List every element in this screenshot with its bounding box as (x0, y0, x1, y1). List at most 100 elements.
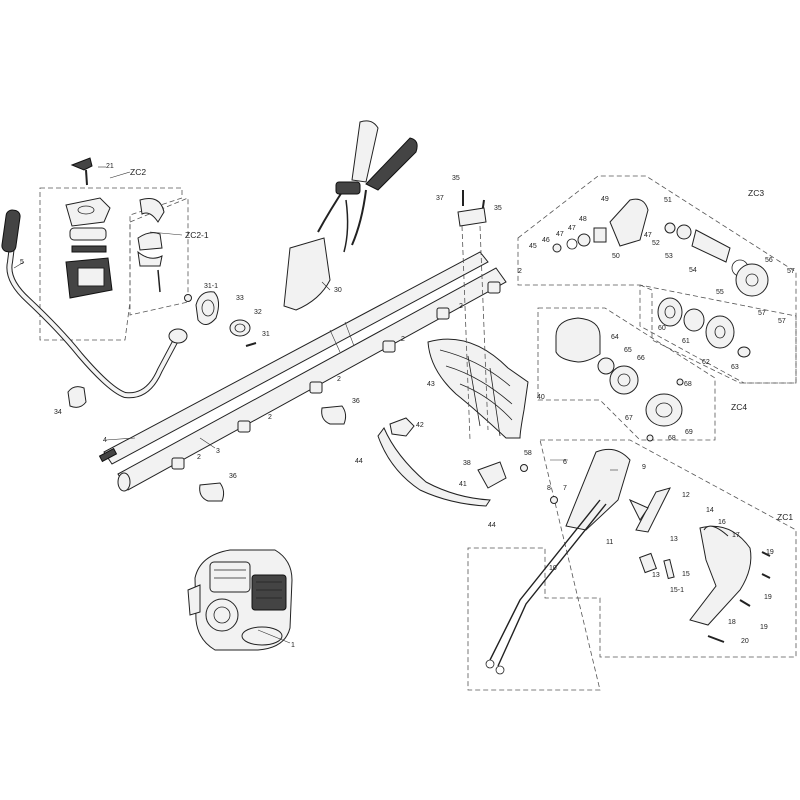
part-label-51: 51 (664, 197, 672, 204)
part-label-5: 5 (20, 259, 24, 266)
part-label-47: 47 (644, 232, 652, 239)
part-label-31-1: 31-1 (204, 283, 218, 290)
part-label-54: 54 (689, 267, 697, 274)
zc3-inner-boundary (639, 284, 797, 384)
zc4-boundary (537, 307, 716, 441)
part-label-57: 57 (758, 310, 766, 317)
part-label-45: 45 (529, 243, 537, 250)
part-label-6: 6 (563, 459, 567, 466)
shaft-tubes (98, 251, 507, 492)
part-label-36: 36 (229, 473, 237, 480)
part-label-56: 56 (765, 257, 773, 264)
handle-screws (707, 551, 771, 643)
part-label-14: 14 (706, 507, 714, 514)
part-label-49: 49 (601, 196, 609, 203)
group-label-zc4: ZC4 (731, 402, 747, 412)
zc4-trimmer-head (555, 317, 684, 442)
part-label-41: 41 (459, 481, 467, 488)
part-label-12: 12 (682, 492, 690, 499)
part-label-2: 2 (518, 268, 522, 275)
part-label-67: 67 (625, 415, 633, 422)
part-label-64: 64 (611, 334, 619, 341)
zc1-boundary (467, 439, 797, 691)
engine (187, 549, 293, 651)
part-label-57: 57 (778, 318, 786, 325)
part-label-32: 32 (254, 309, 262, 316)
part-label-42: 42 (416, 422, 424, 429)
part-label-46: 46 (542, 237, 550, 244)
part-label-18: 18 (728, 619, 736, 626)
part-label-17: 17 (732, 532, 740, 539)
group-label-zc1: ZC1 (777, 512, 793, 522)
part-label-21: 21 (106, 163, 114, 170)
shaft-bushings (171, 281, 501, 502)
shoulder-harness (283, 120, 418, 311)
part-label-3: 3 (216, 448, 220, 455)
zc2-1-clip (137, 198, 165, 293)
clamp-bolts (457, 190, 489, 441)
part-label-2: 2 (197, 454, 201, 461)
handle-bar (1, 209, 188, 399)
part-label-2: 2 (459, 303, 463, 310)
part-label-33: 33 (236, 295, 244, 302)
part-label-30: 30 (334, 287, 342, 294)
part-label-57: 57 (787, 268, 795, 275)
part-label-50: 50 (612, 253, 620, 260)
part-label-65: 65 (624, 347, 632, 354)
part-label-52: 52 (652, 240, 660, 247)
part-label-63: 63 (731, 364, 739, 371)
leader-lines (13, 166, 618, 644)
part-label-60: 60 (658, 325, 666, 332)
cutter-blade (377, 427, 491, 507)
part-label-15: 15 (682, 571, 690, 578)
part-label-11: 11 (606, 539, 613, 546)
part-label-35: 35 (452, 175, 460, 182)
part-label-19: 19 (764, 594, 772, 601)
grass-guard (427, 338, 529, 439)
part-label-68: 68 (668, 435, 676, 442)
part-label-69: 69 (685, 429, 693, 436)
part-label-13: 13 (652, 572, 660, 579)
part-label-4: 4 (103, 437, 107, 444)
part-label-16: 16 (718, 519, 726, 526)
part-label-68: 68 (684, 381, 692, 388)
part-label-9: 9 (642, 464, 646, 471)
zc3-boundary (517, 175, 797, 384)
throttle-cable (485, 499, 607, 675)
part-label-38: 38 (463, 460, 471, 467)
zc2-1-boundary (129, 197, 189, 316)
part-label-15-1: 15-1 (670, 587, 684, 594)
part-label-58: 58 (524, 450, 532, 457)
part-label-35: 35 (494, 205, 502, 212)
part-label-61: 61 (682, 338, 690, 345)
part-label-53: 53 (665, 253, 673, 260)
part-label-10: 10 (549, 565, 557, 572)
zc1-throttle-handle (550, 448, 752, 626)
handle-clamp (184, 291, 257, 347)
part-label-7: 7 (563, 485, 567, 492)
group-label-zc3: ZC3 (748, 188, 764, 198)
part-label-62: 62 (702, 359, 710, 366)
part-label-8: 8 (547, 485, 551, 492)
part-label-19: 19 (766, 549, 774, 556)
guard-mount (477, 461, 507, 489)
group-label-zc2-1: ZC2-1 (185, 230, 209, 240)
part-label-34: 34 (54, 409, 62, 416)
guard-bracket (389, 417, 415, 437)
part-label-40: 40 (537, 394, 545, 401)
part-label-44: 44 (488, 522, 496, 529)
part-label-66: 66 (637, 355, 645, 362)
part-label-47: 47 (568, 225, 576, 232)
part-label-47: 47 (556, 231, 564, 238)
bolt-58 (520, 464, 528, 472)
zc3-blade-washers (657, 297, 751, 358)
part-label-2: 2 (401, 336, 405, 343)
part-label-2: 2 (337, 376, 341, 383)
part-label-48: 48 (579, 216, 587, 223)
part-label-55: 55 (716, 289, 724, 296)
part-label-19: 19 (760, 624, 768, 631)
part-label-43: 43 (427, 381, 435, 388)
group-label-zc2: ZC2 (130, 167, 146, 177)
part-label-2: 2 (268, 414, 272, 421)
